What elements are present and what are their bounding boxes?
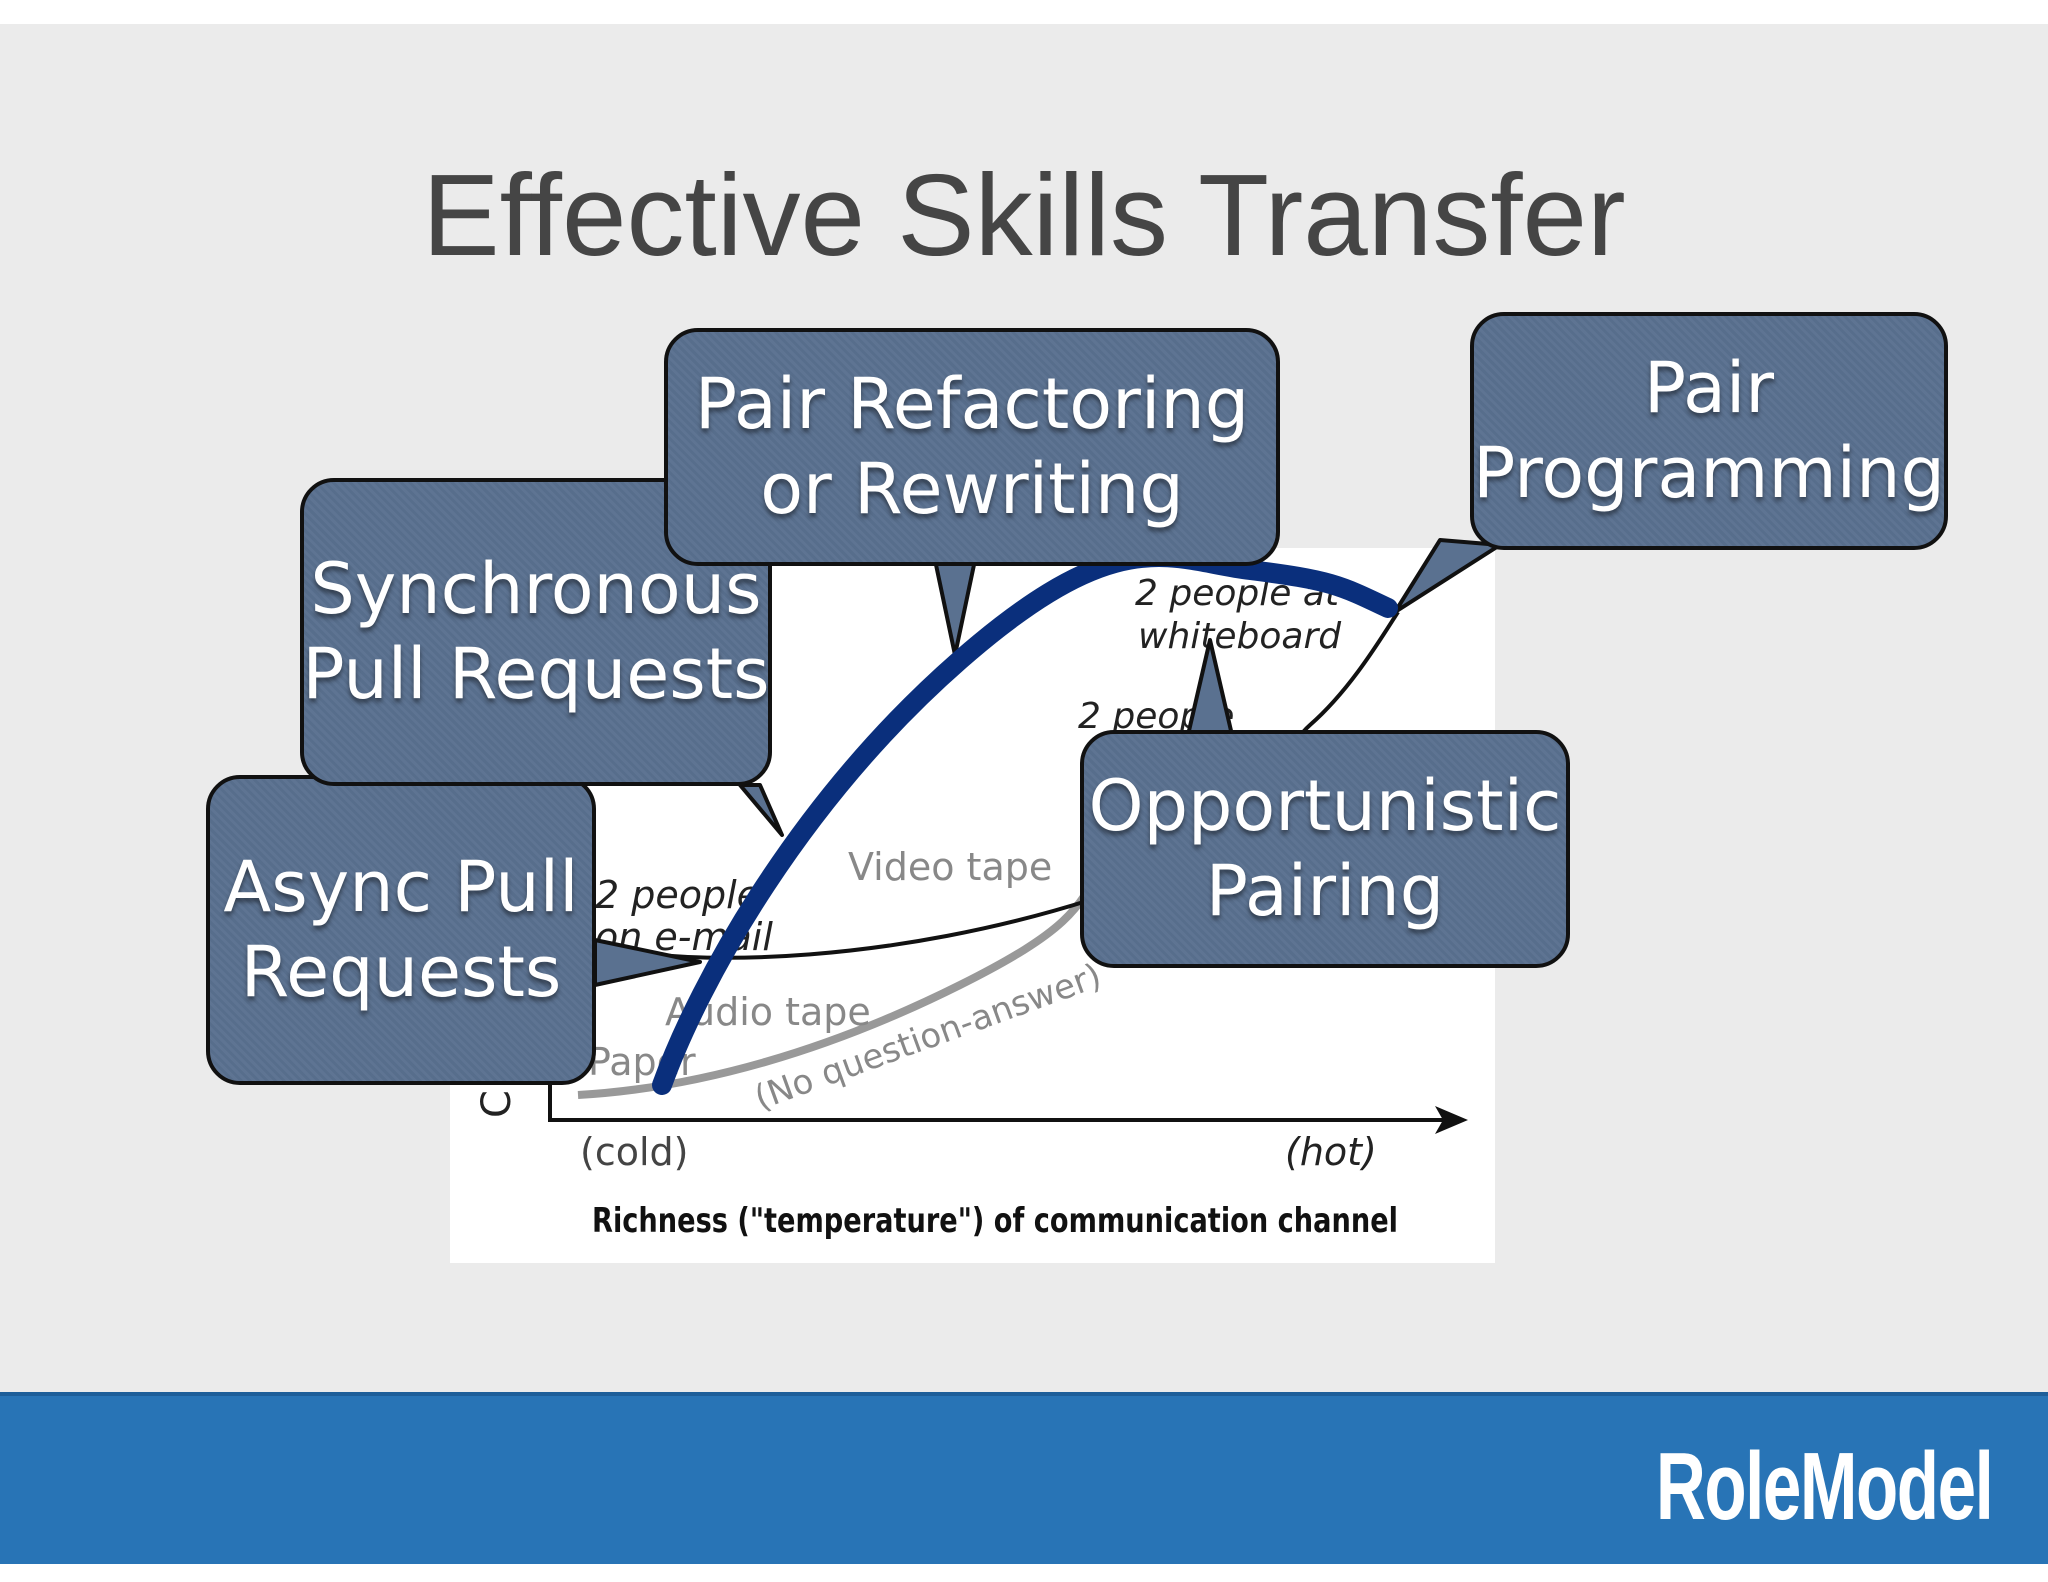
- callout-opportunistic-pairing: Opportunistic Pairing: [1080, 730, 1570, 968]
- callout-opportunistic-pairing-line2: Pairing: [1205, 850, 1445, 932]
- y-axis-label-fragment: C: [474, 1090, 520, 1118]
- pointer-pair-programming: [1393, 538, 1502, 614]
- label-no-question-answer: (No question-answer): [749, 956, 1106, 1119]
- rolemodel-logo: RoleModel: [1655, 1433, 1994, 1540]
- label-video-tape: Video tape: [848, 845, 1052, 889]
- callout-pair-programming-line2: Programming: [1473, 432, 1945, 514]
- callout-pair-refactoring: Pair Refactoring or Rewriting: [664, 328, 1280, 566]
- hot-label: (hot): [1285, 1130, 1377, 1174]
- x-axis-arrowhead: [1435, 1106, 1468, 1134]
- callout-pair-programming: Pair Programming: [1470, 312, 1948, 550]
- callout-pair-refactoring-line2: or Rewriting: [760, 448, 1184, 530]
- callout-pair-programming-line1: Pair: [1643, 346, 1775, 429]
- callout-synchronous-pull-requests-line2: Pull Requests: [302, 633, 770, 715]
- callout-async-pull-requests-line2: Requests: [240, 931, 562, 1013]
- label-whiteboard-line2: whiteboard: [1138, 616, 1342, 657]
- callout-pair-refactoring-line1: Pair Refactoring: [694, 362, 1250, 445]
- callout-opportunistic-pairing-line1: Opportunistic: [1088, 764, 1562, 847]
- callout-async-pull-requests-line1: Async Pull: [223, 845, 579, 928]
- x-axis-label: Richness ("temperature") of communicatio…: [592, 1201, 1398, 1241]
- cold-label: (cold): [580, 1130, 688, 1174]
- slide-title: Effective Skills Transfer: [422, 150, 1626, 280]
- highlight-curve: [652, 547, 1398, 1095]
- pointer-sync-pr: [738, 783, 784, 837]
- label-email-line1: 2 people: [595, 873, 760, 917]
- footer-bar: RoleModel: [0, 1392, 2048, 1564]
- callout-async-pull-requests: Async Pull Requests: [206, 775, 596, 1085]
